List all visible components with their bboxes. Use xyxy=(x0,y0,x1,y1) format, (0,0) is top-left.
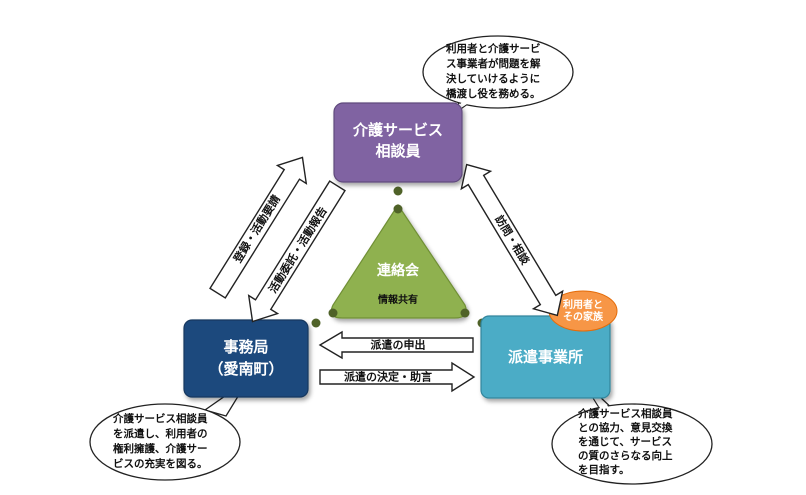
bubble-left-line: 介護サービス相談員 xyxy=(113,413,208,425)
bubble-left-line: を派遣し、利用者の xyxy=(113,428,208,440)
office-label: 事務局 （愛南町） xyxy=(184,336,308,380)
label-dispatch-decision: 派遣の決定・助言 xyxy=(344,370,432,384)
office-box xyxy=(183,319,309,398)
bubble-right-line: の質のさらなる向上 xyxy=(578,450,673,462)
dispatch-label: 派遣事業所 xyxy=(507,348,583,366)
arrow-dispatch-decision xyxy=(319,361,476,393)
bubble-top-line: 橋渡し役を務める。 xyxy=(446,88,541,100)
care-consultant-line2: 相談員 xyxy=(375,142,421,160)
connector-dots xyxy=(311,186,487,328)
liaison-title: 連絡会 xyxy=(377,263,419,279)
arrow-dispatch-request xyxy=(318,330,474,360)
bubble-right-line: との協力、意見交換 xyxy=(578,422,673,434)
arrow-visit-consult xyxy=(460,163,564,317)
bubble-top-line: ス事業者が問題を解 xyxy=(446,58,541,70)
bubble-right-line: を目指す。 xyxy=(578,464,630,476)
care-consultant-line1: 介護サービス xyxy=(352,121,443,139)
bubble-left-text: 介護サービス相談員 を派遣し、利用者の 権利擁護、介護サー ビスの充実を図る。 xyxy=(113,412,225,472)
liaison-subtitle: 情報共有 xyxy=(378,295,418,306)
bubble-right-line: を通じて、サービス xyxy=(578,436,672,448)
arrow-registration xyxy=(209,156,308,299)
family-badge-label: 利用者と その家族 xyxy=(549,300,617,324)
bubble-left-line: ビスの充実を図る。 xyxy=(113,458,208,470)
care-consultant-box xyxy=(333,102,463,183)
bubble-top-text: 利用者と介護サービ ス事業者が問題を解 決していけるように 橋渡し役を務める。 xyxy=(446,42,556,102)
family-badge-line2: その家族 xyxy=(563,312,603,323)
family-badge-line1: 利用者と xyxy=(563,300,603,311)
bubble-right-text: 介護サービス相談員 との協力、意見交換 を通じて、サービス の質のさらなる向上 … xyxy=(578,407,690,477)
bubble-left-line: 権利擁護、介護サー xyxy=(113,443,208,455)
arrow-activity-report xyxy=(247,180,346,323)
bubble-top-line: 決していけるように xyxy=(446,73,541,85)
label-dispatch-request: 派遣の申出 xyxy=(371,338,426,352)
office-line2: （愛南町） xyxy=(208,360,284,378)
bubble-right-line: 介護サービス相談員 xyxy=(578,408,673,420)
bubble-top-line: 利用者と介護サービ xyxy=(446,43,541,55)
care-consultant-label: 介護サービス 相談員 xyxy=(334,120,462,162)
dispatch-box xyxy=(480,315,611,399)
office-line1: 事務局 xyxy=(223,338,269,356)
label-registration: 登録・活動要請 xyxy=(230,192,283,266)
